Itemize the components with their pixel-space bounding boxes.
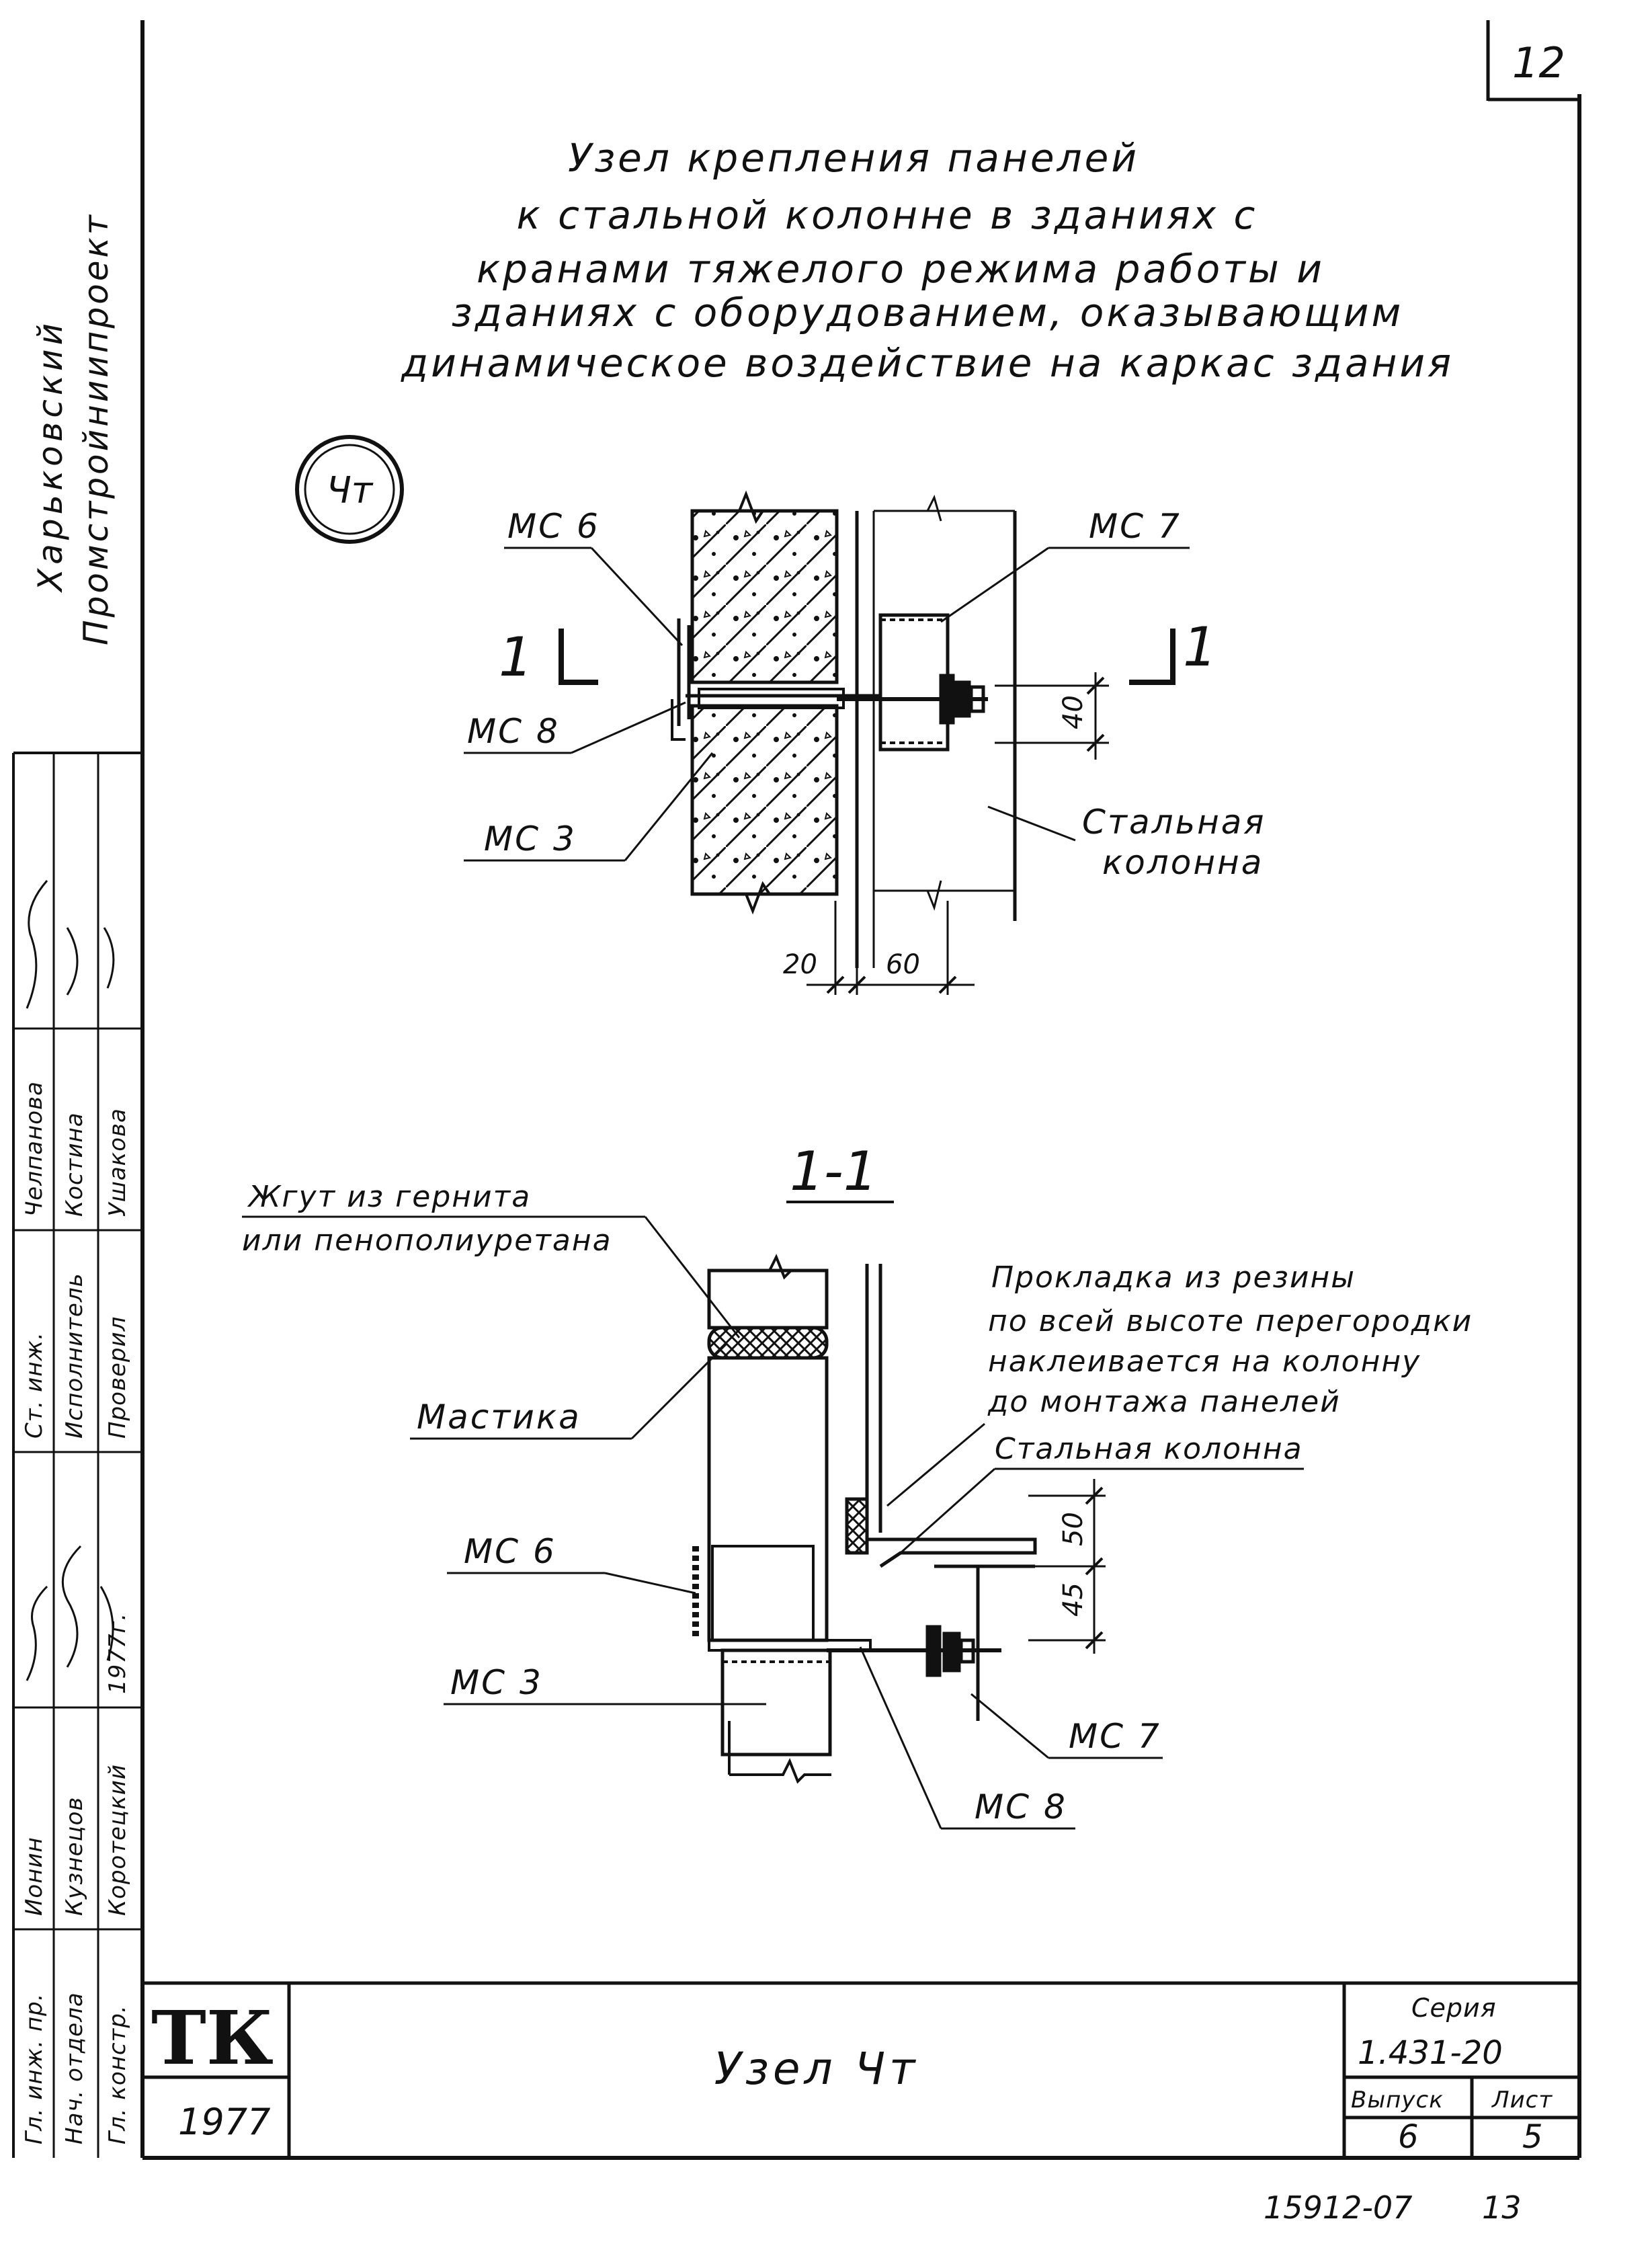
title-block-text: ТК 1977 Узел Чт Серия 1.431-20 Выпуск Ли… <box>151 1993 1553 2156</box>
title-line-4: зданиях с оборудованием, оказывающим <box>452 290 1404 335</box>
section-label-mc8: МС 8 <box>975 1787 1067 1826</box>
name2-3: Ушакова <box>104 1108 131 1217</box>
stamp-series-label: Серия <box>1411 1993 1497 2023</box>
release-date: 1977г. <box>104 1613 131 1694</box>
title-block <box>142 1981 1579 2158</box>
name-2: Кузнецов <box>61 1797 88 1916</box>
plan-label-column-1: Стальная <box>1082 803 1266 842</box>
panel-upper <box>690 509 839 684</box>
role2-1: Ст. инж. <box>21 1332 48 1439</box>
section-label-pad-4: до монтажа панелей <box>987 1385 1341 1419</box>
plan-label-mc8: МС 8 <box>467 712 560 751</box>
dim-45: 45 <box>1058 1582 1089 1617</box>
dim-20: 20 <box>783 949 817 980</box>
title-line-2: к стальной колонне в зданиях с <box>517 192 1258 238</box>
section-view-labels: 1-1 Жгут из гернита или пенополиуретана … <box>242 1140 1473 1826</box>
stamp-sheet: 5 <box>1522 2118 1543 2156</box>
node-mark: Чт <box>295 435 404 544</box>
gasket-harness <box>707 1326 829 1360</box>
footer-number: 13 <box>1482 2189 1522 2226</box>
title-line-3: кранами тяжелого режима работы и <box>477 246 1325 292</box>
plan-view-labels: МС 6 МС 7 МС 8 МС 3 Стальная колонна 1 1… <box>467 507 1266 980</box>
dim-50: 50 <box>1058 1512 1089 1546</box>
role-2: Нач. отдела <box>61 1992 88 2144</box>
stamp-title: Узел Чт <box>714 2043 919 2095</box>
name-3: Коротецкий <box>104 1764 131 1916</box>
node-mark-text: Чт <box>327 469 374 512</box>
section-label-pad-2: по всей высоте перегородки <box>988 1304 1473 1338</box>
role2-2: Исполнитель <box>61 1273 88 1439</box>
plan-label-mc3: МС 3 <box>484 819 577 858</box>
stamp-logo: ТК <box>151 1995 274 2081</box>
plan-label-column-2: колонна <box>1102 843 1264 882</box>
signature-scribbles <box>26 880 115 1681</box>
section-title: 1-1 <box>790 1140 878 1203</box>
plan-label-mc6: МС 6 <box>507 507 600 546</box>
section-label-mc7: МС 7 <box>1069 1717 1161 1756</box>
section-view <box>242 1201 1304 1830</box>
role2-3: Проверил <box>104 1316 131 1439</box>
role-3: Гл. констр. <box>104 2005 131 2144</box>
panel-lower <box>690 704 839 896</box>
plan-label-mc7: МС 7 <box>1089 507 1182 546</box>
name2-1: Челпанова <box>21 1081 48 1217</box>
name2-2: Костина <box>61 1112 88 1217</box>
role-1: Гл. инж. пр. <box>21 1993 48 2144</box>
section-label-pad-3: наклеивается на колонну <box>988 1344 1421 1379</box>
dim-40: 40 <box>1058 695 1089 729</box>
side-org-line-1: Харьковский <box>31 319 70 594</box>
section-label-mc3: МС 3 <box>450 1663 543 1702</box>
plan-view <box>464 490 1190 995</box>
stamp-year: 1977 <box>178 2101 270 2143</box>
section-mark-left: 1 <box>499 626 533 688</box>
dim-60: 60 <box>886 949 920 980</box>
rubber-pad <box>845 1497 869 1555</box>
sheet-number: 12 <box>1512 38 1565 87</box>
stamp-issue: 6 <box>1398 2118 1419 2156</box>
footer-code: 15912-07 <box>1264 2189 1412 2226</box>
side-org-line-2: Промстройниипроект <box>77 212 116 645</box>
section-label-mc6: МС 6 <box>464 1532 556 1571</box>
stamp-sheet-label: Лист <box>1491 2087 1553 2114</box>
section-label-mastic: Мастика <box>417 1398 581 1437</box>
title-line-5: динамическое воздействие на каркас здани… <box>401 340 1454 386</box>
section-label-harness-1: Жгут из гернита <box>247 1180 531 1214</box>
section-mark-right: 1 <box>1183 616 1217 678</box>
name-1: Ионин <box>21 1837 48 1916</box>
sheet-frame <box>12 20 1581 2160</box>
drawing-title: Узел крепления панелей к стальной колонн… <box>401 135 1454 386</box>
stamp-issue-label: Выпуск <box>1351 2087 1444 2114</box>
section-label-column: Стальная колонна <box>995 1432 1303 1466</box>
stamp-series: 1.431-20 <box>1358 2034 1503 2072</box>
section-label-harness-2: или пенополиуретана <box>242 1223 612 1258</box>
side-organization: Харьковский Промстройниипроект <box>31 212 116 645</box>
title-line-1: Узел крепления панелей <box>568 135 1139 181</box>
side-stamp: Гл. инж. пр. Нач. отдела Гл. констр. Ион… <box>21 880 131 2144</box>
section-label-pad-1: Прокладка из резины <box>991 1260 1356 1295</box>
